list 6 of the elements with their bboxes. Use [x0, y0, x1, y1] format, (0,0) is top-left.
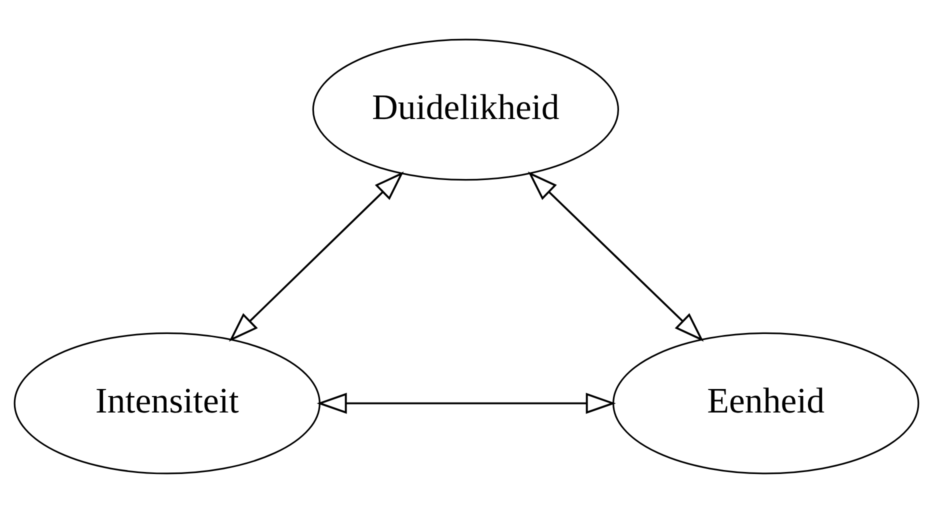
node-ellipse: Duidelikheid	[312, 38, 620, 181]
arrow	[316, 392, 616, 414]
node-ellipse: Intensiteit	[14, 332, 320, 474]
node-ellipse: Eenheid	[612, 332, 920, 474]
arrow	[528, 172, 704, 342]
arrow	[228, 172, 404, 342]
